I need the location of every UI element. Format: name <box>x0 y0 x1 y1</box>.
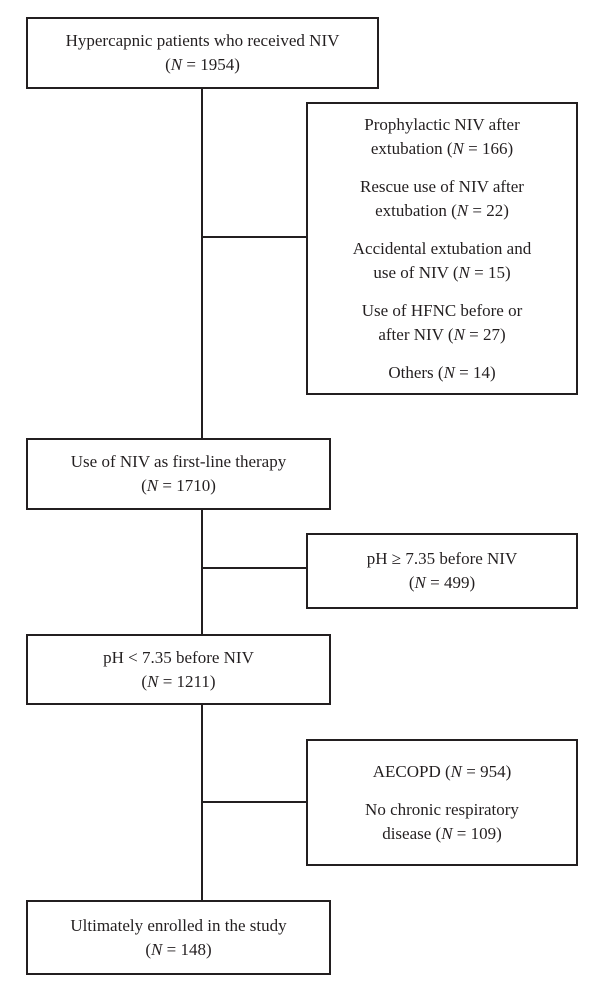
node-text-line: No chronic respiratory <box>365 799 519 819</box>
node-text-line: extubation (N = 22) <box>375 200 509 220</box>
node-text-line: Use of HFNC before or <box>361 300 523 320</box>
node-text-line: (N = 1954) <box>165 55 240 74</box>
node-first-line-therapy: Use of NIV as first-line therapy (N = 17… <box>26 438 331 510</box>
node-text-line: after NIV (N = 27) <box>378 324 506 344</box>
node-hypercapnic-patients: Hypercapnic patients who received NIV (N… <box>26 17 379 89</box>
node-exclusion-3: AECOPD (N = 954) No chronic respiratory … <box>306 739 578 866</box>
node-text-line: AECOPD (N = 954) <box>372 761 512 781</box>
node-text-line: pH ≥ 7.35 before NIV <box>366 549 518 568</box>
node-text-line: Others (N = 14) <box>388 362 496 382</box>
edge-to-exclusion-3 <box>201 801 306 803</box>
node-text-line: Use of NIV as first-line therapy <box>70 452 287 471</box>
edge-to-exclusion-1 <box>201 236 306 238</box>
node-text-line: (N = 1211) <box>141 671 216 691</box>
edge-to-exclusion-2 <box>201 567 306 569</box>
node-text-line: Hypercapnic patients who received NIV <box>65 31 340 50</box>
exclusion-entry-prophylactic: Prophylactic NIV after extubation (N = 1… <box>364 113 519 161</box>
node-exclusion-2: pH ≥ 7.35 before NIV (N = 499) <box>306 533 578 609</box>
node-text-line: Prophylactic NIV after <box>364 114 520 134</box>
node-text-line: (N = 1710) <box>141 476 216 495</box>
node-text-line: (N = 148) <box>145 939 212 959</box>
edge-firstline-to-ph <box>201 510 203 634</box>
exclusion-entry-rescue: Rescue use of NIV after extubation (N = … <box>360 175 524 223</box>
node-ultimately-enrolled: Ultimately enrolled in the study (N = 14… <box>26 900 331 975</box>
node-text-line: Ultimately enrolled in the study <box>70 915 287 935</box>
node-text-line: Accidental extubation and <box>352 238 532 258</box>
node-text-line: Rescue use of NIV after <box>360 176 524 196</box>
exclusion-entry-accidental: Accidental extubation and use of NIV (N … <box>353 237 531 285</box>
node-text-line: use of NIV (N = 15) <box>373 262 511 282</box>
exclusion-entry-aecopd: AECOPD (N = 954) <box>373 760 512 784</box>
node-text-line: (N = 499) <box>408 573 476 592</box>
node-text-line: disease (N = 109) <box>382 823 502 843</box>
exclusion-entry-hfnc: Use of HFNC before or after NIV (N = 27) <box>362 299 523 347</box>
node-ph-below-threshold: pH < 7.35 before NIV (N = 1211) <box>26 634 331 705</box>
node-text-line: extubation (N = 166) <box>370 138 514 158</box>
edge-start-to-firstline <box>201 89 203 438</box>
exclusion-entry-others: Others (N = 14) <box>388 361 495 385</box>
node-exclusion-1: Prophylactic NIV after extubation (N = 1… <box>306 102 578 395</box>
exclusion-entry-no-chronic-disease: No chronic respiratory disease (N = 109) <box>365 798 519 846</box>
node-text-line: pH < 7.35 before NIV <box>103 647 254 667</box>
